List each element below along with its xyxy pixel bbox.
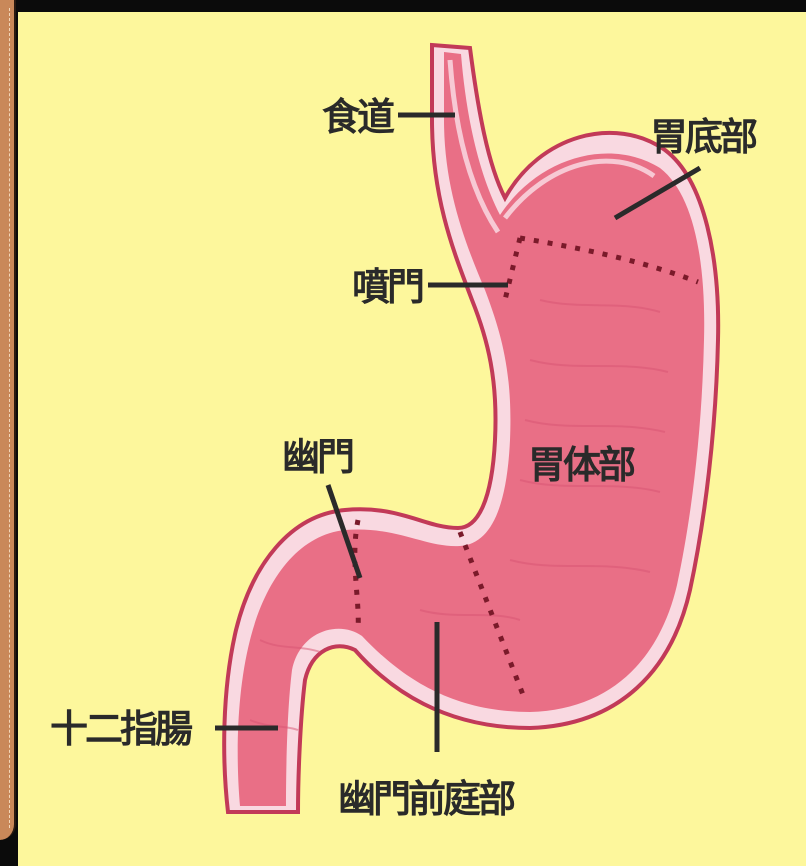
label-esophagus: 食道 (322, 95, 395, 139)
label-cardia: 噴門 (352, 265, 423, 309)
label-fundus: 胃底部 (650, 115, 757, 159)
label-duodenum: 十二指腸 (50, 707, 193, 751)
label-pylorus: 幽門 (282, 435, 353, 479)
label-body: 胃体部 (528, 443, 635, 487)
label-antrum: 幽門前庭部 (338, 777, 515, 821)
